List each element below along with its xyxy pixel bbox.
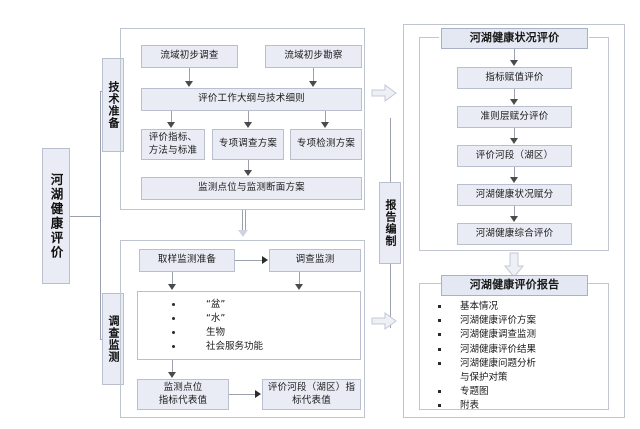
assessment-step-3[interactable]: 评价河段（湖区） <box>457 145 572 167</box>
assessment-step-1[interactable]: 指标赋值评价 <box>457 67 572 89</box>
list-item: “盆” <box>172 298 360 312</box>
root-trunk-line <box>100 91 101 339</box>
report-contents-list: 基本情况 河湖健康评价方案 河湖健康调查监测 河湖健康评价结果 河湖健康问题分析… <box>430 300 605 411</box>
box-special-survey-plan[interactable]: 专项调查方案 <box>212 129 284 160</box>
box-monitoring-points-and-sections-plan[interactable]: 监测点位与监测断面方案 <box>141 177 362 200</box>
arrow-tech-to-survey <box>238 230 248 237</box>
line-tech-to-survey-b <box>245 210 246 232</box>
line-step2-step3 <box>514 128 515 140</box>
line-outline-to-indicators <box>171 111 172 124</box>
list-item: 社会服务功能 <box>172 340 360 354</box>
box-survey-monitoring[interactable]: 调查监测 <box>269 249 361 272</box>
list-item: 河湖健康调查监测 <box>430 328 605 342</box>
box-reach-lake-indicator-value[interactable]: 评价河段（湖区）指 标代表值 <box>262 379 361 410</box>
box-evaluation-indicators-methods-standards[interactable]: 评价指标、 方法与标准 <box>141 129 205 160</box>
line-prep-to-bullets <box>172 272 173 286</box>
line-survey-plan-to-monitoring-sections <box>248 160 249 172</box>
line-report-label-top <box>390 118 391 182</box>
line-point-to-reach-values <box>229 394 256 395</box>
list-item: 附表 <box>430 399 605 413</box>
line-survey-to-outline <box>189 68 190 83</box>
arrow-monitor-to-bullets <box>295 284 303 290</box>
arrow-step3-step4 <box>510 177 518 183</box>
stage-label-technical-preparation: 技术准备 <box>102 58 124 152</box>
root-label-river-lake-health-assessment: 河湖健康评价 <box>42 148 70 284</box>
line-recon-to-outline <box>313 68 314 83</box>
right-panel-frame <box>403 24 625 418</box>
arrow-prep-to-bullets <box>168 284 176 290</box>
list-item-continuation: 与保护对策 <box>460 372 508 384</box>
box-line-2: 标代表值 <box>292 394 331 406</box>
line-step4-step5 <box>514 206 515 218</box>
line-report-label-bottom <box>390 264 391 328</box>
list-item: “水” <box>172 312 360 326</box>
assessment-title: 河湖健康状况评价 <box>441 28 588 49</box>
assessment-step-4[interactable]: 河湖健康状况赋分 <box>457 184 572 206</box>
box-sampling-monitoring-preparation[interactable]: 取样监测准备 <box>139 249 235 272</box>
arrow-outline-to-indicators <box>167 122 175 128</box>
box-line-1: 监测点位 <box>163 382 203 394</box>
line-outline-to-survey-plan <box>248 111 249 124</box>
assessment-step-5[interactable]: 河湖健康综合评价 <box>457 223 572 245</box>
arrow-step4-step5 <box>510 216 518 222</box>
line-title-to-step1 <box>514 49 515 62</box>
assessment-step-2[interactable]: 准则层赋分评价 <box>457 106 572 128</box>
line-step3-step4 <box>514 167 515 179</box>
stage-label-report-compilation: 报告编制 <box>379 182 401 264</box>
root-stem-line <box>70 216 101 217</box>
box-basin-preliminary-reconnaissance[interactable]: 流域初步勘察 <box>265 45 362 68</box>
line-prep-to-survey-monitor <box>235 260 263 261</box>
box-special-testing-plan[interactable]: 专项检测方案 <box>290 129 362 160</box>
list-item: 专题图 <box>430 385 605 399</box>
arrow-outline-to-test-plan <box>321 122 329 128</box>
arrow-title-to-step1 <box>510 60 518 66</box>
box-basin-preliminary-survey[interactable]: 流域初步调查 <box>141 45 238 68</box>
block-arrow-survey-to-report <box>371 312 397 330</box>
block-arrow-tech-to-assessment <box>371 84 397 102</box>
line-tech-to-survey-a <box>242 210 243 232</box>
arrow-outline-to-survey-plan <box>244 122 252 128</box>
list-item: 生物 <box>172 326 360 340</box>
report-title: 河湖健康评价报告 <box>441 275 588 296</box>
block-arrow-assessment-to-report <box>503 252 525 278</box>
box-line-1: 评价指标、 <box>148 132 198 144</box>
list-item: 河湖健康评价结果 <box>430 343 605 357</box>
arrow-step2-step3 <box>510 138 518 144</box>
arrow-step1-step2 <box>510 99 518 105</box>
arrow-prep-to-survey-monitor <box>262 256 268 264</box>
box-evaluation-outline-and-technical-rules[interactable]: 评价工作大纲与技术细则 <box>141 88 362 111</box>
line-step1-step2 <box>514 89 515 101</box>
survey-object-bullet-list: “盆” “水” 生物 社会服务功能 <box>137 291 361 360</box>
arrow-point-to-reach-values <box>255 390 261 398</box>
list-item: 基本情况 <box>430 300 605 314</box>
box-line-1: 评价河段（湖区）指 <box>267 382 356 394</box>
list-item: 河湖健康问题分析 <box>430 357 605 371</box>
box-line-2: 指标代表值 <box>158 394 208 406</box>
arrow-bullets-to-point-values <box>168 372 176 378</box>
box-monitoring-point-indicator-value[interactable]: 监测点位 指标代表值 <box>137 379 229 410</box>
report-list: 基本情况 河湖健康评价方案 河湖健康调查监测 河湖健康评价结果 河湖健康问题分析… <box>430 300 605 414</box>
stage-label-survey-monitoring: 调查监测 <box>102 293 124 385</box>
bullet-list: “盆” “水” 生物 社会服务功能 <box>138 298 360 354</box>
arrow-survey-to-outline <box>185 81 193 87</box>
line-monitor-to-bullets <box>299 272 300 286</box>
list-item: 河湖健康评价方案 <box>430 314 605 328</box>
line-outline-to-test-plan <box>325 111 326 124</box>
technical-preparation-frame <box>120 28 365 210</box>
arrow-to-monitoring-sections <box>244 170 252 176</box>
arrow-recon-to-outline <box>309 81 317 87</box>
line-bullets-to-point-values <box>172 360 173 374</box>
survey-monitoring-frame <box>120 240 365 418</box>
box-line-2: 方法与标准 <box>148 144 198 156</box>
